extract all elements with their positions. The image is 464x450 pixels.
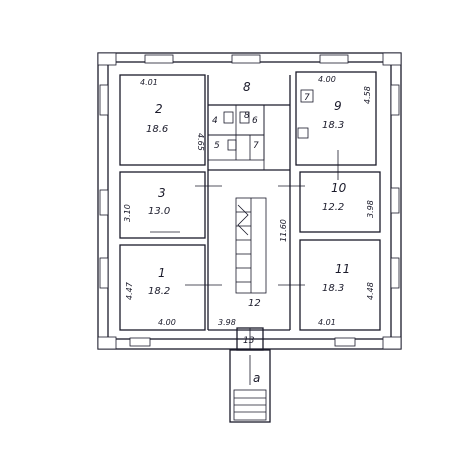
dim-4-01-top: 4.01	[140, 78, 158, 87]
dim-11-60: 11.60	[279, 219, 288, 242]
windows-bottom	[129, 337, 356, 347]
room-11-area: 18.3	[322, 283, 344, 294]
room-8-number: 8	[243, 80, 251, 94]
dim-3-10: 3.10	[123, 204, 132, 222]
room-3-outline	[119, 171, 206, 239]
outer-wall	[97, 52, 402, 350]
windows-top	[144, 54, 349, 64]
dim-4-65: 4.65	[196, 133, 205, 151]
room-2-area: 18.6	[146, 124, 168, 135]
dim-4-47: 4.47	[125, 281, 134, 300]
door-ticks	[150, 150, 339, 286]
dim-3-98-bottom: 3.98	[218, 318, 236, 327]
entrance	[229, 327, 271, 423]
wc-cells	[207, 104, 265, 170]
room-10-area: 12.2	[322, 202, 344, 213]
room-12-number: 12	[248, 298, 261, 309]
room-3-number: 3	[158, 186, 166, 200]
windows-right	[390, 84, 400, 289]
dim-4-48: 4.48	[366, 282, 375, 300]
room-1-outline	[119, 244, 206, 331]
room-13-number: 13	[243, 336, 255, 346]
room-9-mark-small	[297, 127, 309, 139]
room-9-number: 9	[334, 99, 342, 113]
room-a-label: a	[253, 371, 260, 385]
dim-4-58: 4.58	[363, 86, 372, 104]
room-5-number: 5	[214, 141, 220, 151]
room-2-outline	[119, 74, 206, 166]
room-1-area: 18.2	[148, 286, 170, 297]
room-1-number: 1	[158, 266, 166, 280]
room-2-number: 2	[155, 102, 163, 116]
dim-4-00-bottom: 4.00	[158, 318, 176, 327]
room-3-area: 13.0	[148, 206, 170, 217]
corner-windows	[97, 52, 402, 350]
dim-4-01-bottom: 4.01	[318, 318, 336, 327]
room-7-number: 7	[253, 141, 259, 151]
room-9-area: 18.3	[322, 120, 344, 131]
dim-3-98-v: 3.98	[366, 200, 375, 218]
room-11-number: 11	[335, 262, 350, 276]
staircase	[235, 197, 267, 294]
room-9-mark-7: 7	[304, 93, 310, 103]
windows-left	[99, 84, 109, 289]
room-6-number: 6	[252, 116, 258, 126]
room-10-number: 10	[331, 181, 347, 195]
room-9-mark-box	[300, 89, 314, 103]
room-8-mark-8: 8	[244, 111, 250, 121]
room-10-outline	[299, 171, 381, 233]
room-9-outline	[295, 71, 377, 166]
room-4-number: 4	[212, 116, 218, 126]
dim-4-00-top: 4.00	[318, 75, 336, 84]
